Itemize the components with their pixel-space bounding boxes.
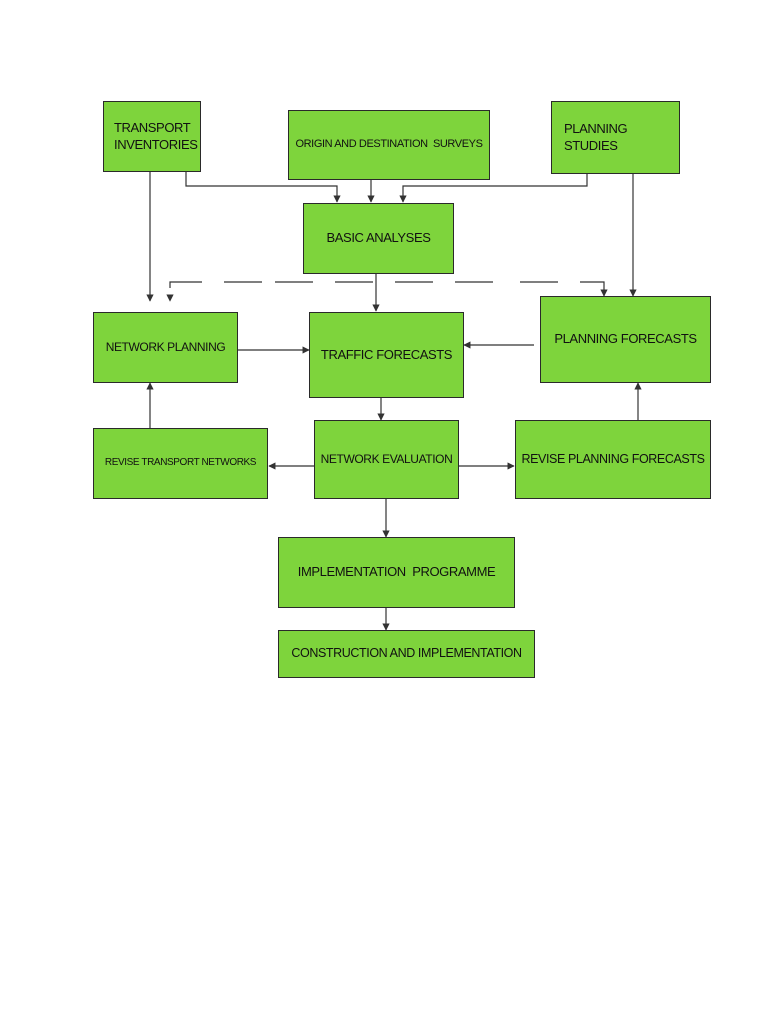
node-label: CONSTRUCTION AND IMPLEMENTATION [291,646,522,661]
node-label: PLANNING STUDIES [564,121,628,153]
node-planning-forecasts: PLANNING FORECASTS [540,296,711,383]
node-implementation-programme: IMPLEMENTATION PROGRAMME [278,537,515,608]
node-label: REVISE TRANSPORT NETWORKS [104,457,257,469]
node-basic-analyses: BASIC ANALYSES [303,203,454,274]
arrow-planning-studies-to-basic-analyses [399,174,588,203]
node-network-planning: NETWORK PLANNING [93,312,238,383]
dashed-link-to-network-planning [166,281,262,302]
node-transport-inventories: TRANSPORT INVENTORIES [103,101,201,172]
node-origin-destination-surveys: ORIGIN AND DESTINATION SURVEYS [288,110,490,180]
node-revise-transport-networks: REVISE TRANSPORT NETWORKS [93,428,268,499]
node-planning-studies: PLANNING STUDIES [551,101,680,174]
node-label: PLANNING FORECASTS [554,331,697,347]
node-label: IMPLEMENTATION PROGRAMME [297,564,496,580]
dashed-link-to-planning-forecasts [520,281,608,297]
node-construction-implementation: CONSTRUCTION AND IMPLEMENTATION [278,630,535,678]
node-label: NETWORK PLANNING [105,340,226,354]
node-label: TRANSPORT INVENTORIES [114,120,198,152]
node-label: ORIGIN AND DESTINATION SURVEYS [295,138,483,151]
node-traffic-forecasts: TRAFFIC FORECASTS [309,312,464,398]
node-label: REVISE PLANNING FORECASTS [521,451,705,466]
node-network-evaluation: NETWORK EVALUATION [314,420,459,499]
node-label: NETWORK EVALUATION [320,452,453,466]
node-label: TRAFFIC FORECASTS [320,346,453,362]
arrow-transport-inventories-to-basic-analyses [185,172,341,203]
node-label: BASIC ANALYSES [326,230,431,246]
node-revise-planning-forecasts: REVISE PLANNING FORECASTS [515,420,711,499]
